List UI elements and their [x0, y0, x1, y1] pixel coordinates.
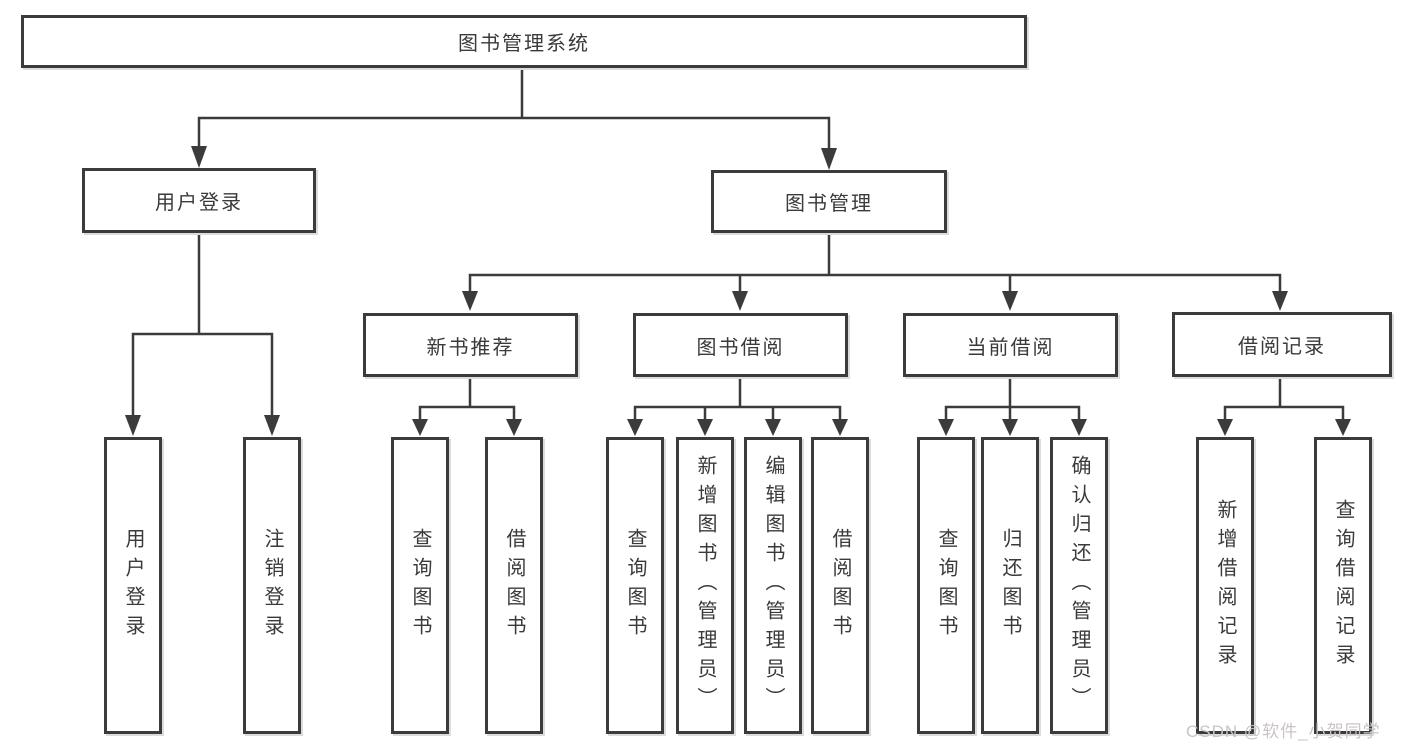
node-new-book-recommend-label: 新书推荐	[426, 336, 515, 359]
leaf-return-book-label: 归还图书	[999, 527, 1021, 644]
leaf-user-login: 用户登录	[104, 437, 162, 734]
connector-borrow-to-leaves	[633, 377, 842, 421]
node-book-borrow-label: 图书借阅	[696, 336, 785, 359]
leaf-user-login-label: 用户登录	[122, 527, 144, 644]
leaf-borrow-books-label: 借阅图书	[829, 527, 851, 644]
leaf-query-borrow-record: 查询借阅记录	[1314, 437, 1372, 734]
node-current-borrow: 当前借阅	[903, 313, 1118, 377]
connector-current-to-leaves	[944, 377, 1081, 421]
leaf-add-book-admin: 新增图书（管理员）	[676, 437, 734, 734]
node-borrow-records: 借阅记录	[1172, 312, 1392, 377]
leaf-return-book: 归还图书	[981, 437, 1039, 734]
leaf-borrow-books-newrec-label: 借阅图书	[503, 527, 525, 644]
node-book-management-label: 图书管理	[785, 193, 873, 215]
node-new-book-recommend: 新书推荐	[363, 313, 578, 377]
arrowheads	[125, 146, 1351, 436]
connector-records-to-leaves	[1223, 377, 1345, 421]
watermark: CSDN @软件_小贺同学	[1186, 722, 1381, 741]
leaf-add-book-admin-label: 新增图书（管理员）	[694, 455, 716, 716]
leaf-query-books-current: 查询图书	[917, 437, 975, 734]
connector-userlogin-to-leaves	[131, 233, 274, 417]
node-borrow-records-label: 借阅记录	[1238, 336, 1326, 358]
connector-newrec-to-leaves	[418, 377, 516, 421]
leaf-edit-book-admin-label: 编辑图书（管理员）	[762, 455, 784, 716]
leaf-logout: 注销登录	[243, 437, 301, 734]
connector-bookmgmt-to-sections	[468, 233, 1282, 293]
leaf-borrow-books-newrec: 借阅图书	[485, 437, 543, 734]
node-root-label: 图书管理系统	[458, 33, 590, 55]
node-book-borrow: 图书借阅	[633, 313, 848, 377]
leaf-query-books-newrec: 查询图书	[391, 437, 449, 734]
leaf-confirm-return-admin-label: 确认归还（管理员）	[1068, 455, 1090, 716]
leaf-query-books-current-label: 查询图书	[935, 527, 957, 644]
node-root: 图书管理系统	[21, 15, 1027, 68]
leaf-logout-label: 注销登录	[261, 527, 283, 644]
connector-root-to-level2	[197, 66, 831, 150]
leaf-query-borrow-record-label: 查询借阅记录	[1332, 498, 1354, 673]
leaf-add-borrow-record: 新增借阅记录	[1196, 437, 1254, 734]
leaf-add-borrow-record-label: 新增借阅记录	[1214, 498, 1236, 673]
leaf-confirm-return-admin: 确认归还（管理员）	[1050, 437, 1108, 734]
leaf-query-books-borrow: 查询图书	[606, 437, 664, 734]
node-current-borrow-label: 当前借阅	[966, 336, 1055, 359]
leaf-query-books-newrec-label: 查询图书	[409, 527, 431, 644]
leaf-borrow-books: 借阅图书	[811, 437, 869, 734]
leaf-query-books-borrow-label: 查询图书	[624, 527, 646, 644]
node-book-management: 图书管理	[711, 170, 947, 233]
leaf-edit-book-admin: 编辑图书（管理员）	[744, 437, 802, 734]
node-user-login: 用户登录	[82, 168, 316, 233]
node-user-login-label: 用户登录	[155, 192, 243, 214]
